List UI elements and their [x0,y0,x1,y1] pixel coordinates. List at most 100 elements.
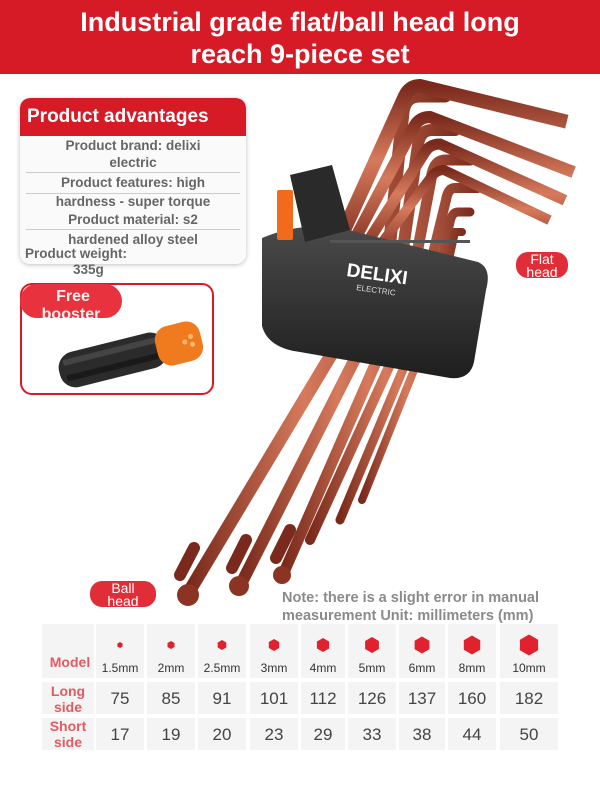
long-side-cell [147,682,195,714]
long-side-value: 101 [259,689,289,708]
title-banner: Industrial grade flat/ball head long rea… [0,0,600,74]
divider [26,193,240,194]
hex-size-icon [463,635,481,655]
size-label: 1.5mm [101,661,139,675]
divider [26,172,240,173]
long-side-cell [198,682,246,714]
features-line-1: Product features: high [60,175,205,190]
short-side-value: 38 [412,725,432,744]
weight-line-1: Product weight: [25,246,127,261]
note-line-1: Note: there is a slight error in manual [282,590,540,606]
ball-end-2 [229,576,249,596]
row-label-cell [42,718,94,750]
hex-size-icon [519,634,539,656]
ball-end-3 [273,566,291,584]
size-label: 8mm [458,661,486,675]
long-side-cell [500,682,558,714]
features-line-2: hardness - super torque [55,194,211,209]
short-side-value: 29 [313,725,333,744]
short-side-value: 44 [462,725,482,744]
short-side-value: 50 [519,725,539,744]
short-side-value: 19 [161,725,181,744]
long-side-line-1: Long [50,683,86,699]
long-side-value: 126 [357,689,387,708]
divider [26,229,240,230]
short-side-cell [348,718,396,750]
hex-key-head-2 [339,110,576,261]
long-side-row-label: Long side [42,683,94,715]
long-side-value: 137 [407,689,437,708]
short-side-value: 23 [264,725,284,744]
size-label: 3mm [260,661,288,675]
short-side-line-1: Short [49,718,87,734]
long-side-value: 85 [161,689,181,708]
short-side-cell [147,718,195,750]
hex-size-icon [117,642,123,648]
hex-key-head-3 [352,138,568,262]
material-line-2: hardened alloy steel [68,232,198,247]
ball-head-line-1: Ball [111,580,135,596]
brand-line-1: Product brand: delixi [65,138,201,153]
flat-head-callout: Flat head [516,251,568,280]
title-line-1: Industrial grade flat/ball head long [80,7,520,37]
short-side-value: 20 [212,725,232,744]
short-side-line-2: side [53,734,82,750]
short-side-cell [399,718,445,750]
weight-line-2: 335g [73,262,104,277]
hex-size-icon [268,639,280,651]
hex-key-head-4 [365,164,552,263]
long-side-line-2: side [53,699,82,715]
model-row-label: Model [49,654,91,670]
row-label-cell [42,624,94,678]
key-holder [262,226,488,379]
long-side-cell [399,682,445,714]
booster-label-pill [20,284,122,318]
long-side-value: 75 [110,689,130,708]
booster-label-line-3: stick [54,324,92,341]
flat-head-line-2: head [526,264,558,280]
long-side-value: 91 [212,689,232,708]
long-side-cell [96,682,144,714]
brand-line-2: electric [109,155,157,170]
hex-size-icon [365,637,379,653]
note-line-2: measurement Unit: millimeters (mm) [282,608,534,624]
booster-label: Free booster stick [28,288,118,342]
short-side-row-label: Short side [42,718,94,750]
size-label: 2.5mm [203,661,241,675]
flat-head-line-1: Flat [530,251,554,267]
hex-size-icon [414,636,430,654]
hex-key-5 [335,207,475,525]
size-label: 2mm [157,661,185,675]
row-label-cell [42,682,94,714]
hex-key-head-1 [325,78,569,260]
short-side-value: 17 [110,725,130,744]
booster-stick-image [58,321,204,388]
hex-size-icon [167,641,175,649]
short-side-cell [301,718,345,750]
long-side-value: 112 [309,689,337,708]
size-cell [147,624,195,678]
short-side-cell [250,718,298,750]
short-side-value: 33 [362,725,382,744]
size-label: 10mm [512,661,546,675]
product-advantages-card: Product advantages Product brand: delixi… [20,98,246,264]
hex-size-icon [217,640,227,650]
long-side-cell [250,682,298,714]
product-photo: DELIXI ELECTRIC [174,78,576,606]
long-side-value: 160 [457,689,487,708]
booster-label-line-2: booster [41,306,101,323]
short-side-cell [500,718,558,750]
short-side-cell [198,718,246,750]
booster-label-line-1: Free [56,288,90,305]
title-line-2: reach 9-piece set [190,39,410,69]
ball-head-line-2: head [107,593,139,609]
hex-key-2 [236,124,461,588]
long-side-cell [448,682,496,714]
size-label: 4mm [309,661,337,675]
weight-text: Product weight: 335g [25,246,185,278]
hex-size-icon [316,638,330,652]
long-side-value: 182 [514,689,544,708]
hex-key-4 [305,183,483,545]
measurement-note: Note: there is a slight error in manual … [282,589,582,625]
short-side-cell [96,718,144,750]
